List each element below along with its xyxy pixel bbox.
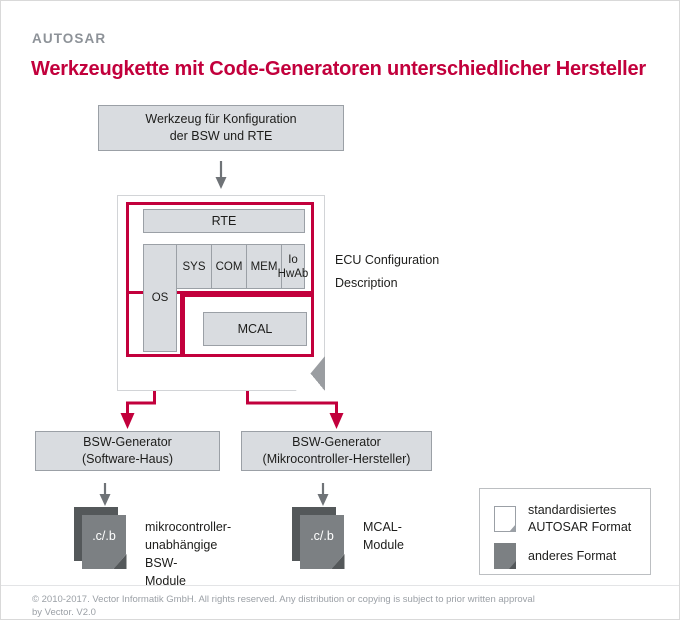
output-label-mcal-line2: Module [363, 538, 404, 552]
ecu-caption-line1: ECU Configuration [335, 253, 440, 267]
document-white-fold [509, 524, 516, 532]
standardised-region-upper-outline [126, 202, 314, 294]
copyright-line1: © 2010-2017. Vector Informatik GmbH. All… [32, 594, 535, 605]
bsw-generator-mikrocontroller-hersteller-box: BSW-Generator (Mikrocontroller-Herstelle… [241, 431, 432, 471]
arrow-right-generator-to-output [317, 483, 329, 506]
output-document-icon-bsw: .c/.b [74, 507, 128, 569]
legend-panel: standardisiertes AUTOSAR Format anderes … [479, 488, 651, 575]
legend-text-other-format: anderes Format [528, 548, 617, 563]
document-extension-label: .c/.b [310, 529, 334, 543]
config-tool-line1: Werkzeug für Konfiguration [145, 112, 297, 126]
gen-left-line2: (Software-Haus) [82, 452, 173, 466]
eyebrow-label: AUTOSAR [32, 31, 107, 46]
module-sys: SYS [176, 244, 212, 289]
output-label-bsw-line1: mikrocontroller- [145, 520, 232, 534]
output-label-bsw-line4: Module [145, 574, 186, 588]
ecu-caption-line2: Description [335, 276, 398, 290]
gen-right-line2: (Mikrocontroller-Hersteller) [262, 452, 411, 466]
rte-box: RTE [143, 209, 305, 233]
module-os: OS [143, 244, 177, 352]
standardised-region-mcal-outline [182, 294, 314, 357]
gen-left-line1: BSW-Generator [83, 435, 172, 449]
module-io-hwab: Io HwAb [278, 244, 308, 289]
ecu-configuration-caption: ECU Configuration Description [335, 249, 439, 295]
module-mem: MEM [246, 244, 282, 289]
output-label-mcal-line1: MCAL- [363, 520, 402, 534]
document-grey-icon [494, 543, 516, 569]
footer-divider [1, 585, 679, 586]
output-label-bsw-line2: unabhängige [145, 538, 218, 552]
document-front-sheet [300, 515, 344, 569]
document-extension-label: .c/.b [92, 529, 116, 543]
output-label-bsw: mikrocontroller- unabhängige BSW- Module [145, 518, 231, 590]
mcal-box: MCAL [203, 312, 307, 346]
arrow-tool-to-ecu [215, 161, 227, 189]
legend-standardised-line1: standardisiertes [528, 503, 617, 517]
document-white-icon [494, 506, 516, 532]
page-title: Werkzeugkette mit Code-Generatoren unter… [31, 58, 646, 80]
arrow-left-generator-to-output [99, 483, 111, 506]
document-front-sheet [82, 515, 126, 569]
output-document-icon-mcal: .c/.b [292, 507, 346, 569]
module-io-line1: Io [288, 253, 298, 266]
copyright-line2: by Vector. V2.0 [32, 607, 96, 618]
config-tool-line2: der BSW und RTE [169, 129, 273, 143]
document-grey-sheet [494, 543, 516, 569]
document-grey-fold [509, 561, 516, 569]
module-io-line2: HwAb [277, 267, 309, 280]
bsw-generator-software-haus-box: BSW-Generator (Software-Haus) [35, 431, 220, 471]
legend-item-other-format: anderes Format [494, 543, 616, 569]
module-com: COM [211, 244, 247, 289]
legend-item-standardised: standardisiertes AUTOSAR Format [494, 502, 631, 536]
gen-right-line1: BSW-Generator [292, 435, 381, 449]
document-white-sheet [494, 506, 516, 532]
standardised-region-os-outline [126, 291, 183, 357]
copyright-footer: © 2010-2017. Vector Informatik GmbH. All… [32, 593, 642, 619]
config-tool-box: Werkzeug für Konfiguration der BSW und R… [98, 105, 344, 151]
output-label-mcal: MCAL- Module [363, 518, 404, 554]
legend-standardised-line2: AUTOSAR Format [528, 520, 632, 534]
legend-text-standardised: standardisiertes AUTOSAR Format [528, 502, 631, 536]
output-label-bsw-line3: BSW- [145, 556, 178, 570]
